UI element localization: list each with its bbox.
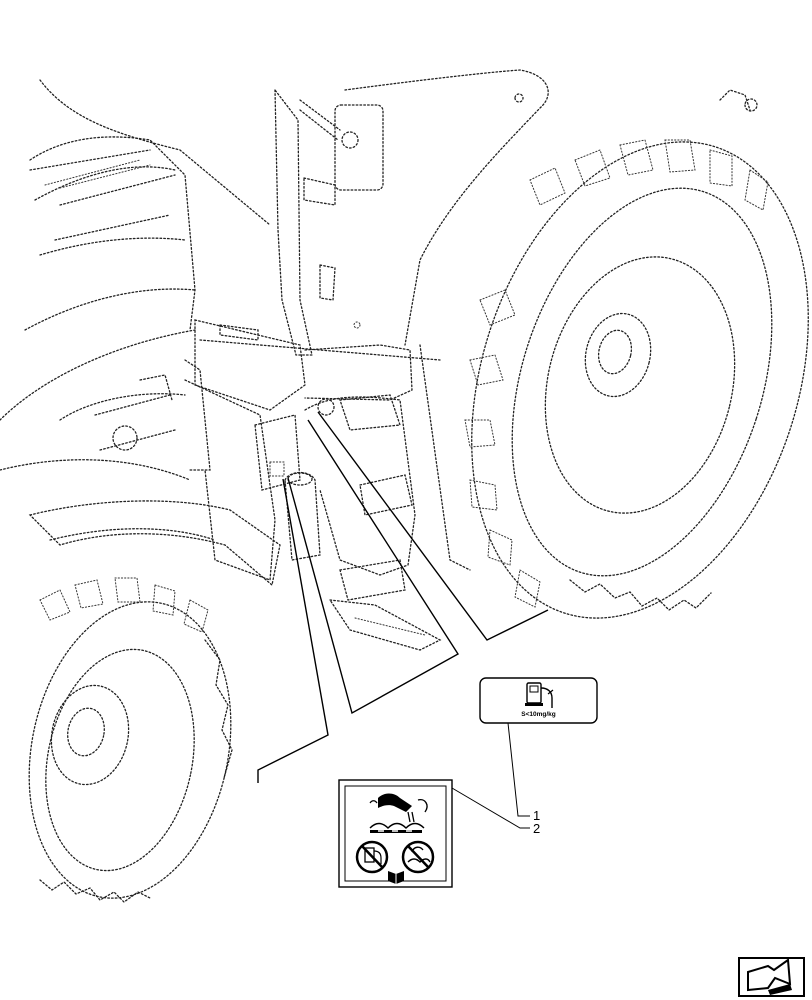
battery-box — [184, 319, 413, 581]
manual-book-icon — [388, 871, 404, 884]
def-pour-icon — [369, 793, 428, 833]
tractor-illustration — [0, 69, 809, 903]
front-fender — [28, 500, 281, 587]
callout-2-leader — [451, 787, 530, 829]
rear-wheel — [464, 89, 809, 619]
callout-1-leader — [507, 722, 530, 817]
engine-detail — [0, 374, 191, 481]
no-fuel-icon — [355, 840, 389, 874]
leader-lines — [257, 411, 549, 829]
callout-2-label: 2 — [533, 821, 540, 836]
fuel-decal: S<10mg/kg — [479, 677, 598, 724]
mirror — [334, 104, 384, 191]
cab-outline — [344, 69, 549, 346]
tank-and-steps — [254, 394, 442, 651]
def-decal — [338, 779, 453, 888]
front-wheel — [28, 577, 233, 903]
fuel-pump-icon — [525, 682, 554, 708]
cab-pillar — [274, 88, 384, 356]
next-page-arrow-icon[interactable] — [738, 957, 805, 997]
callout-1-label: 1 — [533, 808, 540, 823]
tractor-hood — [0, 79, 271, 421]
no-water-icon — [401, 840, 435, 874]
fuel-decal-caption: S<10mg/kg — [521, 711, 556, 718]
